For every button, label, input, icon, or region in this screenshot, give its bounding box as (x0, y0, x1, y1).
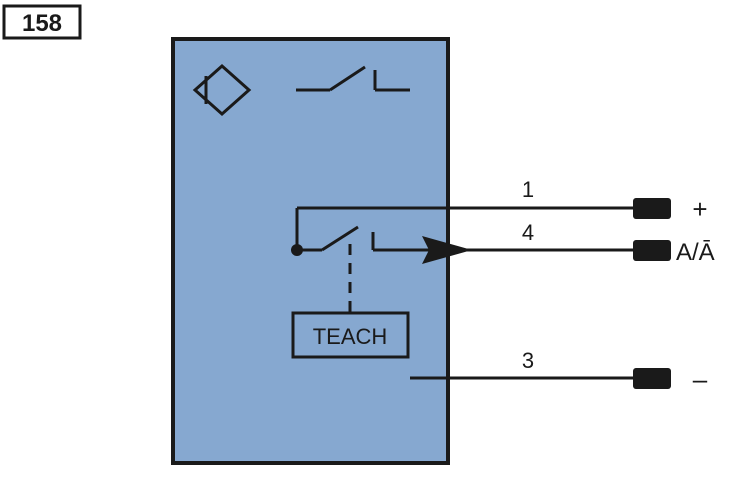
teach-box: TEACH (291, 311, 410, 359)
figure-number: 158 (22, 10, 62, 37)
terminal-1 (633, 198, 671, 219)
terminal-3-label: – (693, 364, 708, 394)
terminal-3 (633, 368, 671, 389)
terminal-1-label: + (692, 194, 707, 224)
wire-1: 1 + (297, 177, 708, 224)
output-arrow-icon (422, 236, 472, 264)
figure-number-box: 158 (2, 4, 82, 40)
terminal-4-label: A/Ā (676, 239, 715, 266)
pin-3-label: 3 (522, 348, 534, 373)
junction-dot (291, 244, 303, 256)
normally-open-switch-icon (296, 65, 410, 92)
terminal-4 (633, 240, 671, 261)
wire-4: 4 A/Ā (373, 220, 715, 266)
wire-3: 3 – (410, 348, 708, 394)
pin-1-label: 1 (522, 177, 534, 202)
pin-4-label: 4 (522, 220, 534, 245)
inductive-sensor-diamond-icon (192, 63, 252, 117)
teach-label: TEACH (313, 324, 388, 349)
